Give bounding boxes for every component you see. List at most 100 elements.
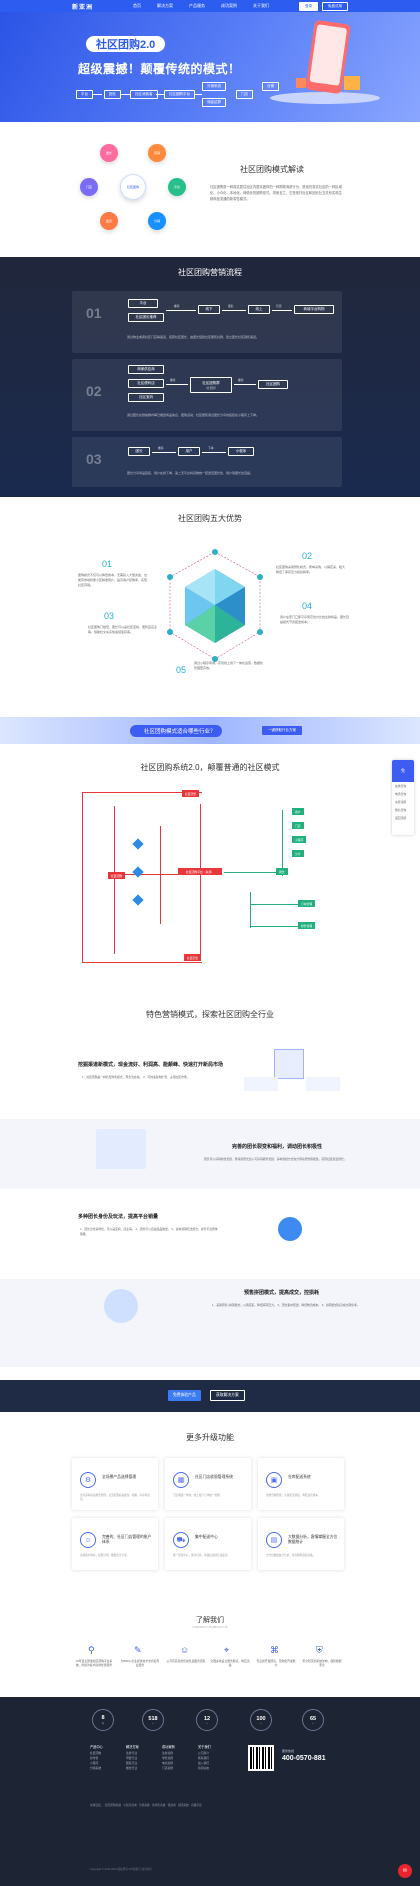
panel-number: 01 (86, 305, 102, 321)
side-item-online[interactable]: 在线咨询 (395, 784, 407, 788)
get-solution-button[interactable]: 获取解决方案 (210, 1390, 245, 1401)
section-title: 了解我们 (196, 1617, 224, 1624)
footer-link[interactable]: 生鲜案例 (162, 1751, 174, 1755)
flow-node: 社区团购 (108, 872, 126, 879)
footer-link[interactable]: 微商城 (167, 1804, 176, 1807)
footer-link[interactable]: 新闻动态 (198, 1766, 210, 1770)
footer-link[interactable]: 门店案例 (162, 1766, 174, 1770)
footer-link[interactable]: 加入我们 (198, 1761, 210, 1765)
side-item-phone[interactable]: 电话咨询 (395, 792, 407, 796)
flow-arrow (202, 452, 226, 453)
top-nav: 新亚洲 首页 解决方案 产品服务 成功案例 关于我们 登录 免费试用 (0, 0, 420, 12)
flow-node: 小程序 (292, 836, 307, 843)
footer-link[interactable]: 餐饮行业 (126, 1766, 138, 1770)
team-icon: ☺ (180, 1645, 190, 1655)
footer-link[interactable]: 小程序商城 (123, 1804, 137, 1807)
feature-illustration (96, 1129, 146, 1169)
footer-column: 解决方案 生鲜行业 母婴行业 服装行业 餐饮行业 (126, 1745, 139, 1770)
feature-title: 挖掘渠道新模式，现金流好、利润高、能颠峰、快速打开新局市场 (78, 1062, 224, 1068)
footer-link[interactable]: 公司简介 (198, 1751, 210, 1755)
flow-line (114, 806, 115, 954)
section-title: 社区团购系统2.0，颠覆普通的社区模式 (140, 763, 280, 772)
flow-box: 平台 (128, 299, 158, 308)
footer-link[interactable]: 电商案例 (162, 1761, 174, 1765)
hotline-number[interactable]: 400-0570-881 (282, 1755, 326, 1762)
orb-platform-icon: 平台 (168, 178, 186, 196)
footer-link[interactable]: 新零售 (90, 1756, 99, 1760)
footer-link[interactable]: 服装行业 (126, 1761, 138, 1765)
flow-node: 财务管理 (298, 922, 316, 929)
flow-diamond (132, 894, 144, 906)
footer-link[interactable]: 分销系统 (90, 1766, 102, 1770)
footer-link[interactable]: 社区团购 (90, 1751, 102, 1755)
get-industry-plan-button[interactable]: 一键获取行业方案 (262, 726, 302, 735)
flow-arrow (272, 310, 292, 311)
feature-card[interactable]: ▣ 仓库配送系统 智能仓储管理，高效配送调度，降低运营成本。 (258, 1458, 344, 1510)
panel-number: 02 (86, 383, 102, 399)
footer-link[interactable]: 新零售系统 (152, 1804, 166, 1807)
side-item-wechat[interactable]: 微信咨询 (395, 808, 407, 812)
location-icon: ⌖ (224, 1645, 230, 1655)
feature-card[interactable]: ⚙ 全场景产品选择管理 支持多种商品类型管理，灵活配置商品属性、规格、库存等信息… (72, 1458, 158, 1510)
hero-chip: 佣金结算 (202, 98, 226, 107)
upgrade-features-section: 更多升级功能 ⚙ 全场景产品选择管理 支持多种商品类型管理，灵活配置商品属性、规… (0, 1412, 420, 1587)
nav-item-home[interactable]: 首页 (133, 3, 142, 8)
qr-code (248, 1745, 274, 1771)
advantage-number: 03 (104, 611, 115, 621)
feature-card[interactable]: ▤ 大数据分析，客情掌握全方位数据统计 全方位数据统计分析，助力精准运营决策。 (258, 1518, 344, 1570)
stat-badge: 518+ (142, 1709, 164, 1731)
free-experience-button[interactable]: 免费体验产品 (168, 1390, 201, 1401)
footer-link[interactable]: 联系我们 (198, 1756, 210, 1760)
panel-number: 03 (86, 451, 102, 467)
orb-distribution-icon: 分销 (148, 212, 166, 230)
feature-card[interactable]: ▦ 社区门店收银管理系统 门店收银一体化，线上线下订单统一管理。 (165, 1458, 251, 1510)
feature-card[interactable]: ☺ 完善的、社区门店管理的账户体系 多级账户体系，权限分明，数据安全可靠。 (72, 1518, 158, 1570)
footer-link[interactable]: 直播带货 (191, 1804, 202, 1807)
section-title: 特色营销模式，探索社区团购全行业 (146, 1010, 274, 1019)
card-title: 集中配送中心 (195, 1535, 218, 1539)
flow-line (224, 872, 276, 873)
trial-button[interactable]: 免费试用 (322, 1, 348, 11)
nav-item-cases[interactable]: 成功案例 (221, 3, 238, 8)
hero-chip: 分销系统 (202, 82, 226, 91)
flow-node: 订单管理 (298, 900, 316, 907)
footer-link[interactable]: 零售案例 (162, 1756, 174, 1760)
hero-box-illustration (296, 78, 306, 88)
flow-box: 线下 (198, 305, 220, 314)
footer-link[interactable]: 小程序 (90, 1761, 99, 1765)
feature-text: 团长可以获得佣金奖励，邀请新团长加入可获得额外奖励，多种激励方式充分调动团长积极… (204, 1157, 347, 1161)
side-item-top[interactable]: 返回顶部 (395, 816, 407, 820)
flow-line (200, 804, 201, 954)
section-title: 社区团购模式解读 (240, 165, 304, 174)
side-widget-header[interactable]: 免 (392, 760, 414, 782)
advantage-number: 01 (102, 559, 113, 569)
stat-badge: 100+ (250, 1709, 272, 1731)
hero-line (194, 94, 202, 95)
feature-title: 多种团长身份及玩法，提高平台销量 (78, 1214, 159, 1220)
footer-link[interactable]: 生鲜行业 (126, 1751, 138, 1755)
footer-link[interactable]: 分销系统 (139, 1804, 150, 1807)
advantage-number: 05 (176, 665, 187, 675)
nav-item-products[interactable]: 产品服务 (189, 3, 206, 8)
section-title: 更多升级功能 (186, 1433, 234, 1442)
flow-line (160, 826, 161, 924)
side-item-trial[interactable]: 免费试用 (395, 800, 407, 804)
nav-item-about[interactable]: 关于我们 (253, 3, 270, 8)
about-text: 专业的开发团队，定制化开发能力 (256, 1659, 296, 1668)
nav-item-solutions[interactable]: 解决方案 (157, 3, 174, 8)
section-title: 社区团购五大优势 (178, 514, 242, 523)
footer-link[interactable]: 社区团购系统 (104, 1804, 122, 1807)
friend-links: 友情链接： 社区团购系统 小程序商城 分销系统 新零售系统 微商城 拼团系统 直… (90, 1804, 202, 1807)
logo[interactable]: 新亚洲 (72, 4, 94, 11)
chat-bubble-icon[interactable]: ✉ (398, 1864, 412, 1878)
truck-icon: ⛟ (173, 1532, 189, 1548)
nav-actions: 登录 免费试用 (299, 1, 348, 11)
footer-link[interactable]: 拼团系统 (178, 1804, 189, 1807)
hero-chip: 仓储 (262, 82, 279, 91)
advantage-number: 02 (302, 551, 313, 561)
login-button[interactable]: 登录 (299, 1, 318, 11)
footer-link[interactable]: 母婴行业 (126, 1756, 138, 1760)
card-title: 大数据分析，客情掌握全方位数据统计 (288, 1535, 338, 1544)
feature-card[interactable]: ⛟ 集中配送中心 统一配送中心，集中分拣，快速送达团长自提点。 (165, 1518, 251, 1570)
card-text: 统一配送中心，集中分拣，快速送达团长自提点。 (173, 1554, 231, 1557)
